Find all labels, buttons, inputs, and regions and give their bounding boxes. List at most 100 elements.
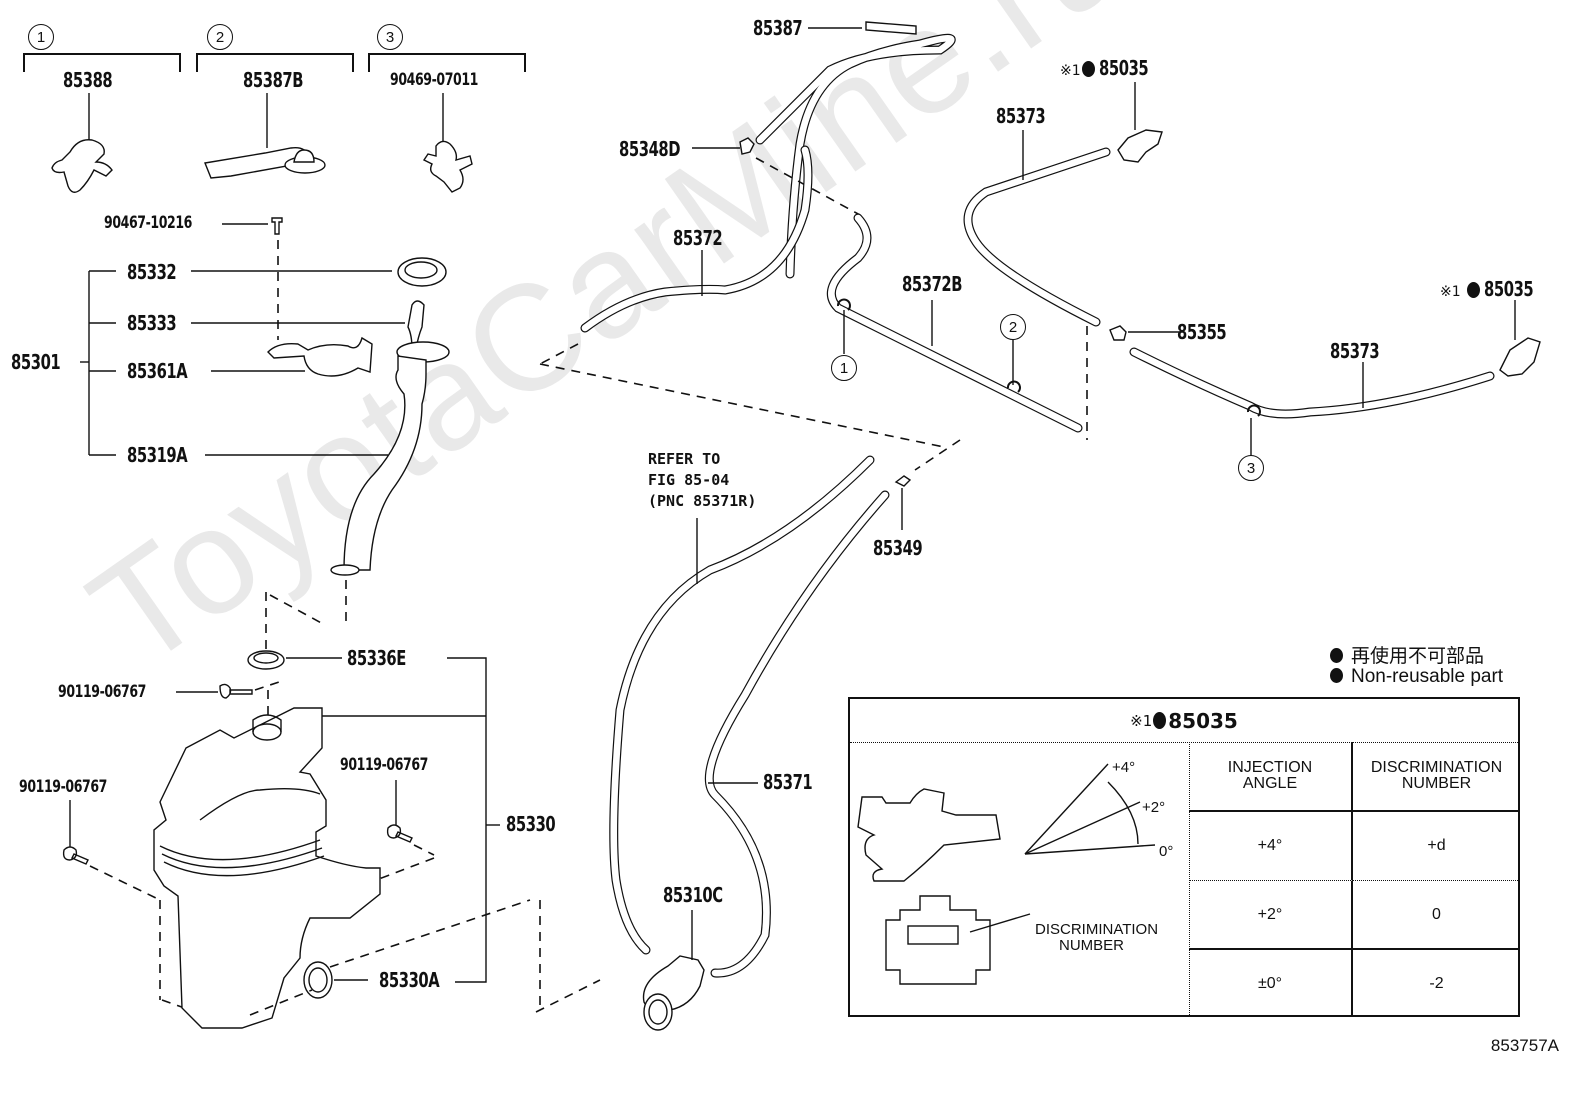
header-text: NUMBER xyxy=(1401,775,1472,792)
part-label-85355[interactable]: 85355 xyxy=(1177,320,1227,344)
refer-note-line-3: (PNC 85371R) xyxy=(648,492,757,510)
hose-85373-lower xyxy=(1129,347,1495,419)
header-text: INJECTION xyxy=(1227,759,1313,776)
part-label-90119-06767-c[interactable]: 90119-06767 xyxy=(340,755,428,775)
callout-1-hose: 1 xyxy=(831,355,857,381)
table-row-3-angle: ±0° xyxy=(1189,950,1353,1017)
part-label-85332[interactable]: 85332 xyxy=(127,260,177,284)
callout-3: 3 xyxy=(377,24,403,50)
part-label-85310C[interactable]: 85310C xyxy=(663,883,723,907)
note-mark: ※1 xyxy=(1060,63,1081,79)
angle-label-4: +4° xyxy=(1112,759,1136,776)
nozzle-side-icon xyxy=(857,788,1001,882)
table-row-2-number: 0 xyxy=(1353,881,1520,950)
part-label-85371[interactable]: 85371 xyxy=(763,770,813,794)
part-label-85372B[interactable]: 85372B xyxy=(902,272,963,296)
non-reusable-dot-icon xyxy=(1330,668,1343,683)
part-label-85333[interactable]: 85333 xyxy=(127,311,177,335)
discrimination-label-1: DISCRIMINATION xyxy=(1035,921,1159,938)
part-label-85372[interactable]: 85372 xyxy=(673,226,723,250)
bracket-1 xyxy=(23,53,181,72)
nozzle-85035-b xyxy=(1499,337,1541,377)
non-reusable-dot-icon xyxy=(1330,648,1343,663)
bolt-90119-b xyxy=(62,846,89,865)
note-mark: ※1 xyxy=(1130,711,1153,730)
part-label-85387[interactable]: 85387 xyxy=(753,16,803,40)
header-text: DISCRIMINATION xyxy=(1370,759,1503,776)
spec-table-title-part[interactable]: 85035 xyxy=(1168,708,1238,733)
part-label-85330[interactable]: 85330 xyxy=(506,812,556,836)
angle-label-2: +2° xyxy=(1142,799,1166,816)
part-label-85301[interactable]: 85301 xyxy=(11,350,61,374)
joint-85349 xyxy=(894,475,912,487)
refer-note-line-2[interactable]: FIG 85-04 xyxy=(648,471,730,489)
part-label-85035-upper[interactable]: 85035 xyxy=(1098,56,1149,80)
nozzle-drawing xyxy=(857,763,1156,985)
part-label-90119-06767-b[interactable]: 90119-06767 xyxy=(19,777,107,797)
grommet-85336E xyxy=(247,650,285,670)
callout-2-hose: 2 xyxy=(1000,314,1026,340)
grommet-85330A xyxy=(303,961,333,999)
bracket-3 xyxy=(368,53,526,72)
callout-1: 1 xyxy=(28,24,54,50)
part-label-85336E[interactable]: 85336E xyxy=(347,646,406,670)
bolt-90119-a xyxy=(219,683,253,699)
connector-85348D xyxy=(739,137,755,155)
part-label-90119-06767-a[interactable]: 90119-06767 xyxy=(58,682,146,702)
discrimination-label-2: NUMBER xyxy=(1059,937,1125,954)
angle-label-0: 0° xyxy=(1159,843,1174,860)
clip-90469-drawing xyxy=(422,140,473,193)
clip-85388-drawing xyxy=(51,139,113,193)
legend-en-text: Non-reusable part xyxy=(1351,666,1504,687)
table-row-1-number: +d xyxy=(1353,812,1520,881)
part-label-85373-upper[interactable]: 85373 xyxy=(996,104,1046,128)
non-reusable-dot-icon xyxy=(1153,712,1167,729)
filler-neck-85319A xyxy=(330,341,450,576)
part-label-85388[interactable]: 85388 xyxy=(63,68,113,92)
bracket-85301 xyxy=(80,270,405,456)
part-label-85319A[interactable]: 85319A xyxy=(127,443,188,467)
part-label-85348D[interactable]: 85348D xyxy=(619,137,681,161)
part-label-85035-upper-group: ※1 85035 xyxy=(1060,58,1159,79)
non-reusable-dot-icon xyxy=(1466,282,1480,298)
legend-en: Non-reusable part xyxy=(1330,666,1503,688)
part-label-85373-lower[interactable]: 85373 xyxy=(1330,339,1380,363)
bolt-90119-c xyxy=(386,824,413,843)
non-reusable-dot-icon xyxy=(1081,61,1095,77)
screw-90467 xyxy=(271,217,283,235)
joint-85355 xyxy=(1109,325,1127,341)
table-row-1-angle: +4° xyxy=(1189,812,1353,881)
table-row-3-number: -2 xyxy=(1429,974,1444,992)
refer-note-line-1: REFER TO xyxy=(648,450,721,468)
reservoir-tank-85330 xyxy=(153,707,381,1029)
connector-front-icon xyxy=(885,895,991,985)
note-mark: ※1 xyxy=(1440,284,1461,300)
pump-85310C xyxy=(642,910,705,1031)
part-label-85349[interactable]: 85349 xyxy=(873,536,923,560)
bracket-2 xyxy=(196,53,354,72)
part-label-85387B[interactable]: 85387B xyxy=(243,68,304,92)
part-label-85330A[interactable]: 85330A xyxy=(379,968,440,992)
clip-85387 xyxy=(865,21,917,35)
clip-85387B-drawing xyxy=(204,146,326,179)
callout-3-hose: 3 xyxy=(1238,455,1264,481)
figure-number: 853757A xyxy=(1490,1036,1559,1055)
callout-2: 2 xyxy=(207,24,233,50)
spec-table-title: ※1 85035 xyxy=(850,699,1518,743)
header-text: ANGLE xyxy=(1242,775,1298,792)
part-label-85035-lower[interactable]: 85035 xyxy=(1483,277,1534,301)
part-label-85035-lower-group: ※1 85035 xyxy=(1440,279,1544,300)
part-label-90467-10216[interactable]: 90467-10216 xyxy=(104,213,192,233)
legend-jp: 再使用不可部品 xyxy=(1330,641,1484,668)
part-label-85361A[interactable]: 85361A xyxy=(127,359,188,383)
table-row-2-angle: +2° xyxy=(1189,881,1353,950)
bracket-85361A xyxy=(267,336,373,377)
gauge-85333 xyxy=(407,300,425,350)
nozzle-85035-a xyxy=(1117,129,1163,163)
legend-jp-text: 再使用不可部品 xyxy=(1351,646,1485,667)
clip-group-brackets xyxy=(23,53,526,148)
part-label-90469-07011[interactable]: 90469-07011 xyxy=(390,70,478,90)
